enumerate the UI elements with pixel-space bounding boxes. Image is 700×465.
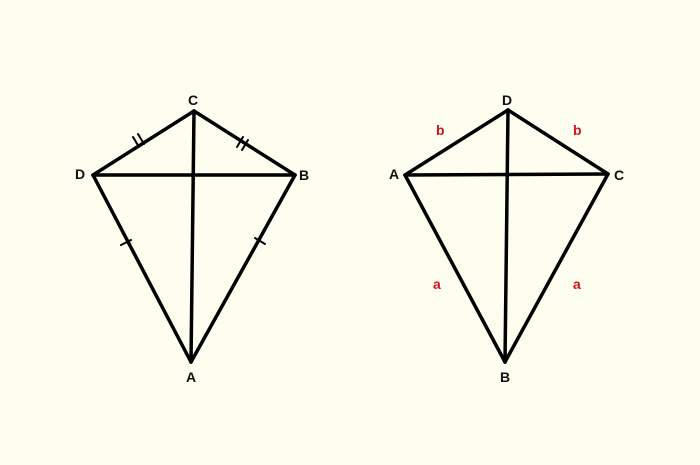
double-tick-mark — [132, 136, 140, 148]
left-kite-vertex-right-label: B — [299, 167, 309, 183]
right-kite-vertex-labels: D A C B — [389, 92, 624, 385]
left-kite-side-d-a — [91, 173, 193, 364]
single-tick-mark — [120, 239, 132, 246]
left-kite-vertex-bottom-label: A — [186, 369, 196, 385]
left-kite-vertex-left-label: D — [75, 166, 85, 182]
double-tick-mark — [137, 133, 145, 145]
single-tick-mark — [254, 237, 266, 245]
left-kite-diagonal-c-a — [189, 109, 196, 364]
double-tick-mark — [236, 136, 244, 148]
left-kite — [91, 109, 297, 364]
side-label-upper-right: b — [573, 122, 582, 138]
right-kite-vertex-left-label: A — [389, 166, 399, 182]
right-kite-vertex-right-label: C — [614, 167, 624, 183]
right-kite-side-c-b — [503, 172, 610, 364]
right-kite — [403, 108, 610, 364]
right-kite-side-d-a — [403, 108, 510, 177]
left-kite-side-c-b — [192, 109, 297, 177]
left-kite-tick-marks — [120, 133, 266, 246]
side-label-lower-right: a — [573, 276, 581, 292]
right-kite-side-a-b — [403, 173, 507, 364]
right-kite-side-d-c — [506, 108, 610, 176]
left-kite-vertex-labels: C D B A — [75, 92, 309, 385]
right-kite-diagonal-d-b — [503, 108, 510, 364]
side-label-upper-left: b — [436, 122, 445, 138]
right-kite-vertex-bottom-label: B — [500, 369, 510, 385]
right-kite-vertex-top-label: D — [502, 92, 512, 108]
right-kite-side-labels: b b a a — [433, 122, 582, 292]
side-label-lower-left: a — [433, 276, 441, 292]
double-tick-mark — [241, 139, 249, 151]
left-kite-side-b-a — [189, 173, 297, 364]
left-kite-vertex-top-label: C — [188, 92, 198, 108]
